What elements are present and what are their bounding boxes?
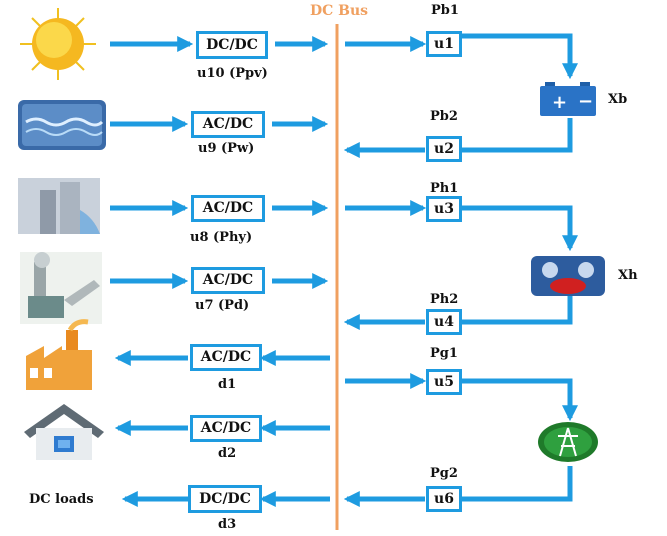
converter-load-d1: AC/DC	[190, 344, 262, 371]
xh-label: Xh	[618, 268, 638, 283]
diesel-generator-icon	[20, 252, 102, 324]
sun-icon	[20, 8, 96, 80]
pb1-label: Pb1	[431, 3, 459, 18]
hydro-dam-icon	[18, 178, 100, 234]
dc-loads-label: DC loads	[29, 492, 94, 507]
u4-box: u4	[426, 309, 462, 335]
converter-load-d1-label: d1	[218, 377, 237, 392]
pg2-label: Pg2	[430, 466, 458, 481]
converter-load-d3-label: d3	[218, 517, 237, 532]
converter-wind: AC/DC	[191, 111, 265, 138]
xb-label: Xb	[608, 92, 628, 107]
ph2-label: Ph2	[430, 292, 459, 307]
converter-diesel-label: u7 (Pd)	[195, 298, 250, 313]
converter-diesel: AC/DC	[191, 267, 265, 294]
hydrogen-storage-icon	[531, 256, 605, 296]
factory-icon	[26, 319, 92, 390]
battery-icon: + −	[540, 82, 596, 116]
pb2-label: Pb2	[430, 109, 458, 124]
dc-bus-label: DC Bus	[310, 3, 369, 19]
pg1-label: Pg1	[430, 346, 458, 361]
converter-hydro: AC/DC	[191, 195, 265, 222]
u1-box: u1	[426, 31, 462, 57]
converter-load-d3: DC/DC	[188, 485, 262, 513]
converter-pv-label: u10 (Ppv)	[197, 66, 268, 81]
svg-text:−: −	[578, 91, 593, 112]
u3-box: u3	[426, 196, 462, 222]
u5-box: u5	[426, 369, 462, 395]
u6-box: u6	[426, 486, 462, 512]
converter-load-d2-label: d2	[218, 446, 237, 461]
converter-hydro-label: u8 (Phy)	[190, 230, 253, 245]
converter-pv: DC/DC	[196, 31, 268, 59]
u2-box: u2	[426, 136, 462, 162]
svg-text:+: +	[552, 92, 567, 113]
wind-icon	[18, 100, 106, 150]
converter-wind-label: u9 (Pw)	[198, 141, 255, 156]
grid-tower-icon	[538, 422, 598, 462]
converter-load-d2: AC/DC	[190, 415, 262, 442]
house-icon	[24, 404, 104, 460]
ph1-label: Ph1	[430, 181, 459, 196]
